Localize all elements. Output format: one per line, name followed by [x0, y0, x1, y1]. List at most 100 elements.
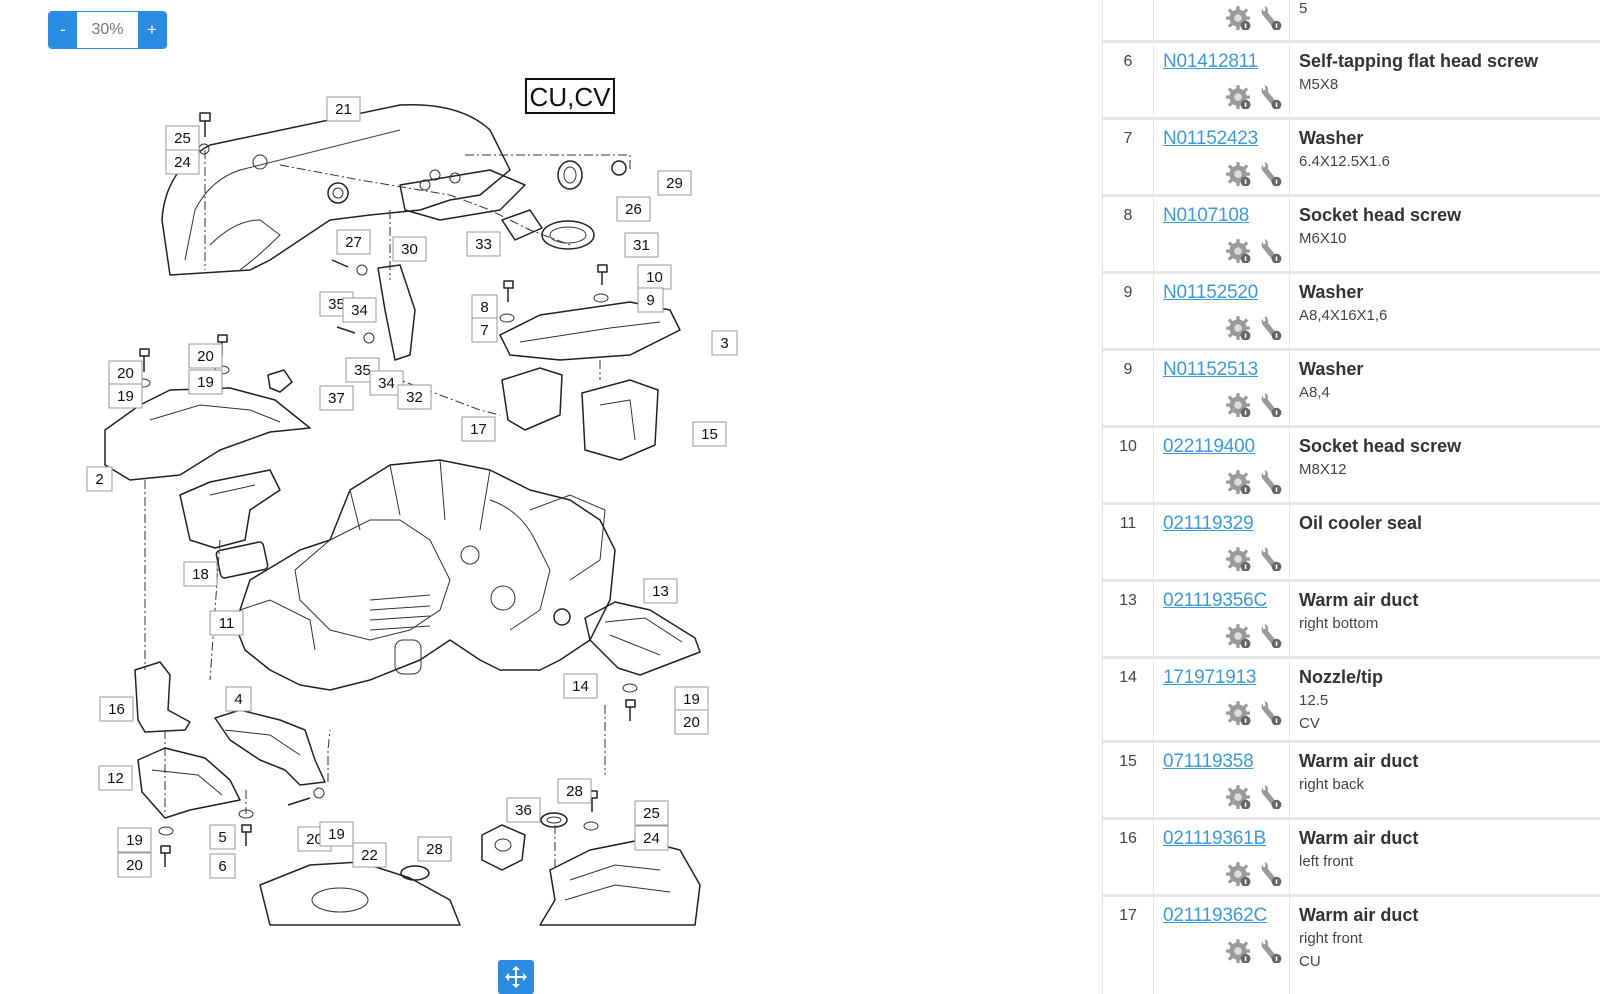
callout-26[interactable]: 26 — [616, 196, 651, 222]
callout-19[interactable]: 19 — [188, 369, 223, 395]
callout-34[interactable]: 34 — [342, 297, 377, 323]
wrench-info-icon[interactable] — [1257, 783, 1283, 809]
callout-number: 31 — [633, 237, 650, 254]
part-number-link[interactable]: 022119400 — [1163, 436, 1255, 457]
callout-29[interactable]: 29 — [657, 170, 692, 196]
callout-15[interactable]: 15 — [692, 421, 727, 447]
callout-16[interactable]: 16 — [99, 696, 134, 722]
gear-info-icon[interactable] — [1225, 314, 1251, 340]
callout-7[interactable]: 7 — [471, 317, 498, 343]
gear-info-icon[interactable] — [1225, 622, 1251, 648]
gear-info-icon[interactable] — [1225, 545, 1251, 571]
gear-info-icon[interactable] — [1225, 699, 1251, 725]
wrench-info-icon[interactable] — [1257, 4, 1283, 30]
callout-24[interactable]: 24 — [165, 149, 200, 175]
callout-number: 18 — [192, 566, 209, 583]
callout-24[interactable]: 24 — [634, 825, 669, 851]
part-number-link[interactable]: N0107108 — [1163, 205, 1250, 226]
callout-number: 32 — [406, 389, 423, 406]
callout-4[interactable]: 4 — [225, 686, 252, 712]
callout-8[interactable]: 8 — [471, 294, 498, 320]
wrench-info-icon[interactable] — [1257, 468, 1283, 494]
callout-19[interactable]: 19 — [108, 383, 143, 409]
wrench-info-icon[interactable] — [1257, 622, 1283, 648]
gear-info-icon[interactable] — [1225, 160, 1251, 186]
callout-5[interactable]: 5 — [209, 824, 236, 850]
part-number-link[interactable]: 021119361B — [1163, 828, 1266, 849]
part-number-link[interactable]: 021119356C — [1163, 590, 1268, 611]
part-number-link[interactable]: 021119362C — [1163, 905, 1268, 926]
callout-20[interactable]: 20 — [188, 343, 223, 369]
callout-number: 30 — [401, 241, 418, 258]
part-number-link[interactable]: N01412811 — [1163, 51, 1259, 72]
position-number: 7 — [1123, 130, 1133, 147]
part-number-link[interactable]: 071119358 — [1163, 751, 1254, 772]
wrench-info-icon[interactable] — [1257, 314, 1283, 340]
part-number-cell: 022119400 — [1154, 428, 1290, 502]
callout-25[interactable]: 25 — [165, 125, 200, 151]
gear-info-icon[interactable] — [1225, 860, 1251, 886]
callout-19[interactable]: 19 — [117, 827, 152, 853]
part-number-link[interactable]: N01152513 — [1163, 359, 1259, 380]
zoom-out-button[interactable]: - — [49, 12, 77, 48]
gear-info-icon[interactable] — [1225, 83, 1251, 109]
wrench-info-icon[interactable] — [1257, 545, 1283, 571]
wrench-info-icon[interactable] — [1257, 83, 1283, 109]
callout-number: 14 — [572, 678, 589, 695]
wrench-info-icon[interactable] — [1257, 699, 1283, 725]
callout-37[interactable]: 37 — [319, 385, 354, 411]
callout-18[interactable]: 18 — [183, 561, 218, 587]
callout-12[interactable]: 12 — [98, 765, 133, 791]
callout-22[interactable]: 22 — [352, 842, 387, 868]
callout-10[interactable]: 10 — [637, 264, 672, 290]
callout-33[interactable]: 33 — [466, 231, 501, 257]
part-name: Nozzle/tip — [1299, 667, 1383, 687]
callout-27[interactable]: 27 — [336, 229, 371, 255]
wrench-info-icon[interactable] — [1257, 391, 1283, 417]
gear-info-icon[interactable] — [1225, 4, 1251, 30]
callout-28[interactable]: 28 — [557, 778, 592, 804]
part-number-link[interactable]: 171971913 — [1163, 667, 1257, 688]
gear-info-icon[interactable] — [1225, 468, 1251, 494]
callout-19[interactable]: 19 — [319, 821, 354, 847]
gear-info-icon[interactable] — [1225, 237, 1251, 263]
callout-13[interactable]: 13 — [643, 578, 678, 604]
wrench-info-icon[interactable] — [1257, 160, 1283, 186]
callout-9[interactable]: 9 — [637, 287, 664, 313]
callout-14[interactable]: 14 — [563, 673, 598, 699]
callout-31[interactable]: 31 — [624, 232, 659, 258]
callout-20[interactable]: 20 — [674, 709, 709, 735]
callout-36[interactable]: 36 — [506, 797, 541, 823]
callout-2[interactable]: 2 — [86, 466, 113, 492]
parts-diagram[interactable]: CU,CV — [70, 70, 770, 950]
zoom-in-button[interactable]: + — [138, 12, 166, 48]
callout-11[interactable]: 11 — [209, 610, 244, 636]
wrench-info-icon[interactable] — [1257, 937, 1283, 963]
position-number: 17 — [1119, 907, 1137, 924]
callout-28[interactable]: 28 — [417, 836, 452, 862]
callout-3[interactable]: 3 — [711, 330, 738, 356]
position-number: 9 — [1123, 361, 1133, 378]
pan-move-button[interactable] — [498, 960, 534, 994]
part-number-link[interactable]: N01152520 — [1163, 282, 1259, 303]
row-actions — [1225, 937, 1283, 963]
callout-20[interactable]: 20 — [108, 360, 143, 386]
gear-info-icon[interactable] — [1225, 391, 1251, 417]
callout-6[interactable]: 6 — [209, 853, 236, 879]
callout-number: 21 — [335, 101, 352, 118]
callout-20[interactable]: 20 — [117, 852, 152, 878]
callout-25[interactable]: 25 — [634, 800, 669, 826]
callout-19[interactable]: 19 — [674, 686, 709, 712]
part-number-link[interactable]: 021119329 — [1163, 513, 1254, 534]
wrench-info-icon[interactable] — [1257, 237, 1283, 263]
callout-32[interactable]: 32 — [397, 384, 432, 410]
gear-info-icon[interactable] — [1225, 937, 1251, 963]
gear-info-icon[interactable] — [1225, 783, 1251, 809]
callout-30[interactable]: 30 — [392, 236, 427, 262]
part-number-link[interactable]: N01152423 — [1163, 128, 1259, 149]
callout-21[interactable]: 21 — [326, 96, 361, 122]
wrench-info-icon[interactable] — [1257, 860, 1283, 886]
callout-17[interactable]: 17 — [461, 416, 496, 442]
